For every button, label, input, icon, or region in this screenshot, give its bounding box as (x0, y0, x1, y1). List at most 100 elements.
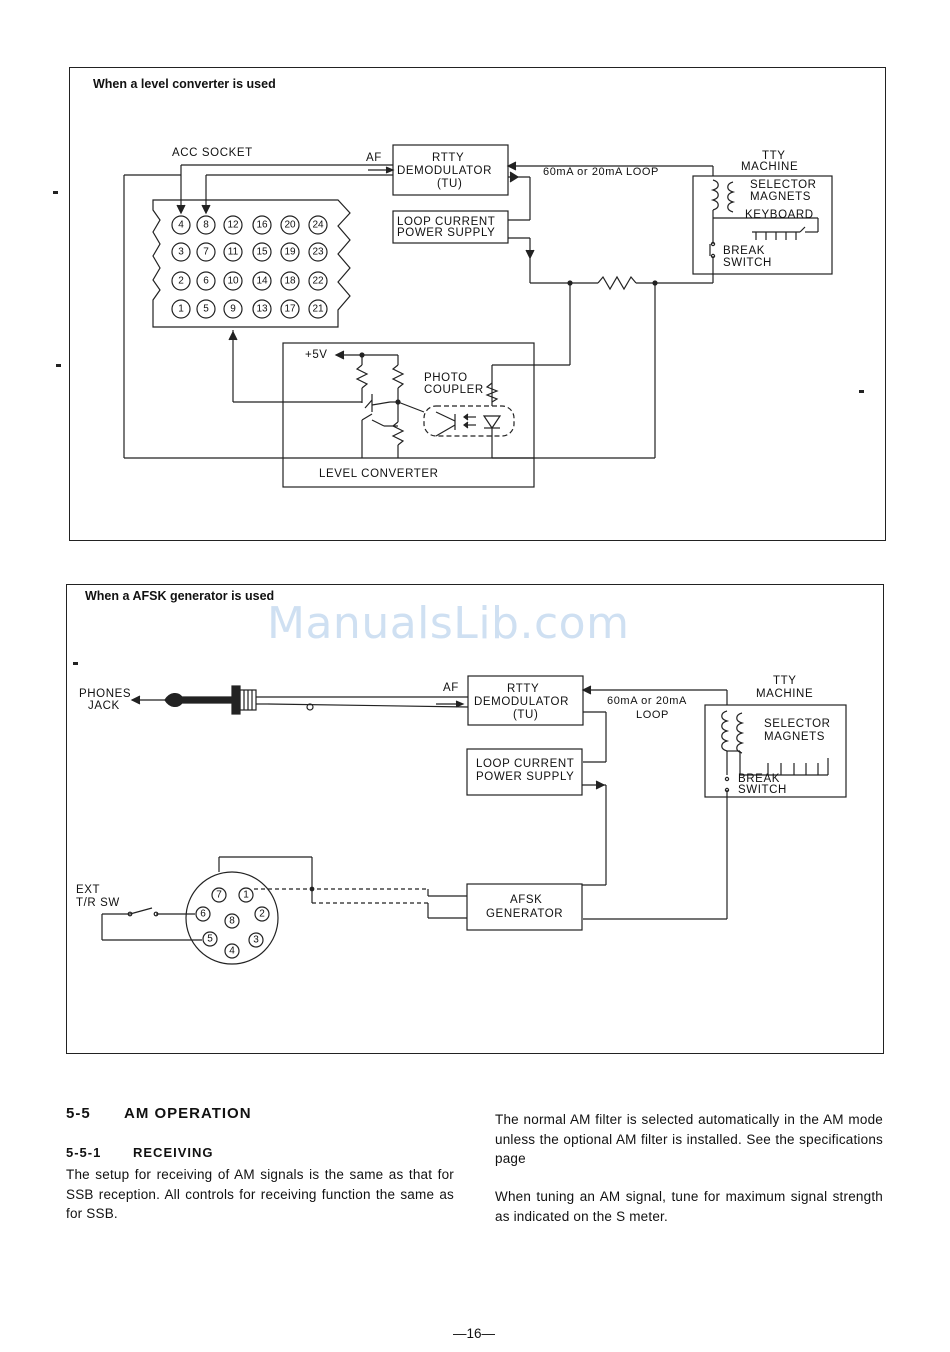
din-pin: 1 (238, 887, 254, 903)
acc-pin: 3 (171, 242, 191, 262)
af-label-1: AF (366, 152, 382, 164)
acc-pin-label: 15 (256, 247, 268, 258)
rtty-demodulator-box (392, 144, 509, 196)
acc-pin: 22 (308, 271, 328, 291)
loop-resistor (597, 275, 637, 291)
rtty-l3: (TU) (437, 178, 463, 190)
acc-pin: 9 (223, 299, 243, 319)
page-number: —16— (453, 1326, 496, 1341)
margin-mark (73, 662, 78, 665)
acc-pin: 8 (196, 215, 216, 235)
tty-machine-box (692, 175, 833, 275)
acc-pin-label: 1 (178, 304, 184, 315)
rtty2-l2: DEMODULATOR (474, 696, 569, 708)
acc-pin-label: 21 (312, 304, 324, 315)
din-pin: 7 (211, 887, 227, 903)
acc-pin-label: 20 (284, 220, 296, 231)
acc-pin: 11 (223, 242, 243, 262)
acc-pin: 10 (223, 271, 243, 291)
acc-pin: 20 (280, 215, 300, 235)
acc-pin-label: 14 (256, 276, 268, 287)
acc-socket-label: ACC SOCKET (172, 147, 253, 159)
tty-machine-box-2 (704, 704, 847, 798)
selector-l2: MAGNETS (750, 191, 812, 203)
loop-label: 60mA or 20mA LOOP (543, 166, 659, 178)
af-label-2: AF (443, 682, 459, 694)
acc-pin-label: 10 (227, 276, 239, 287)
loop-current-l1: LOOP CURRENT (397, 216, 496, 228)
acc-pin-label: 3 (178, 247, 184, 258)
acc-pin: 13 (252, 299, 272, 319)
acc-pin-label: 5 (203, 304, 209, 315)
photo-l1: PHOTO (424, 372, 468, 384)
acc-pin-label: 16 (256, 220, 268, 231)
acc-pin-label: 7 (203, 247, 209, 258)
loop-current-l2: POWER SUPPLY (397, 227, 496, 239)
din-pin: 2 (254, 906, 270, 922)
phones-l2: JACK (88, 700, 120, 712)
din-pin-label: 2 (259, 909, 265, 920)
acc-pin: 12 (223, 215, 243, 235)
acc-pin-label: 13 (256, 304, 268, 315)
din-pin-label: 6 (200, 909, 206, 920)
din-pin-label: 8 (229, 916, 235, 927)
acc-pin: 6 (196, 271, 216, 291)
loop-current2-l1: LOOP CURRENT (476, 758, 575, 770)
level-converter-label: LEVEL CONVERTER (319, 468, 439, 480)
acc-pin: 18 (280, 271, 300, 291)
acc-pin: 16 (252, 215, 272, 235)
tty2-l1: TTY (773, 675, 797, 687)
tty-l1: TTY (762, 150, 786, 162)
acc-pin: 15 (252, 242, 272, 262)
watermark: ManualsLib.com (267, 598, 630, 649)
din-pin: 6 (195, 906, 211, 922)
margin-mark (859, 390, 864, 393)
acc-pin-label: 12 (227, 220, 239, 231)
loop-current-supply-box-2 (466, 748, 583, 796)
loop-current2-l2: POWER SUPPLY (476, 771, 575, 783)
afsk-generator-box (466, 883, 583, 931)
acc-pin: 24 (308, 215, 328, 235)
tty-l2: MACHINE (741, 161, 799, 173)
selector2-l2: MAGNETS (764, 731, 826, 743)
acc-pin-label: 22 (312, 276, 324, 287)
afsk-diagram-frame (66, 584, 884, 1054)
rtty-demodulator-box-2 (467, 675, 584, 726)
subsection-title: RECEIVING (133, 1145, 214, 1160)
acc-pin-label: 24 (312, 220, 324, 231)
din-socket-outline (185, 871, 279, 965)
loop2-l2: LOOP (636, 709, 669, 721)
acc-pin-label: 8 (203, 220, 209, 231)
level-converter-diagram-frame (69, 67, 886, 541)
photo-l2: COUPLER (424, 384, 484, 396)
level-converter-diagram-title: When a level converter is used (93, 77, 276, 91)
afsk-l1: AFSK (510, 894, 543, 906)
break2-l2: SWITCH (738, 784, 787, 796)
acc-pin-label: 2 (178, 276, 184, 287)
din-pin: 5 (202, 931, 218, 947)
photo-coupler-outline (423, 405, 515, 437)
section-heading-number: 5-5 (66, 1105, 91, 1122)
acc-pin: 7 (196, 242, 216, 262)
keyboard-label: KEYBOARD (745, 209, 814, 221)
acc-pin-label: 4 (178, 220, 184, 231)
loop-current-supply-box (392, 210, 509, 244)
din-pin: 8 (224, 913, 240, 929)
ext-l2: T/R SW (76, 897, 120, 909)
acc-pin-label: 23 (312, 247, 324, 258)
section-heading-title: AM OPERATION (124, 1105, 252, 1122)
acc-pin: 2 (171, 271, 191, 291)
acc-pin-label: 6 (203, 276, 209, 287)
selector2-l1: SELECTOR (764, 718, 831, 730)
acc-pin-label: 9 (230, 304, 236, 315)
margin-mark (56, 364, 61, 367)
acc-pin: 17 (280, 299, 300, 319)
break-l1: BREAK (723, 245, 765, 257)
acc-pin: 19 (280, 242, 300, 262)
afsk-diagram-title: When a AFSK generator is used (85, 589, 275, 603)
paragraph-right-2: When tuning an AM signal, tune for maxim… (495, 1189, 883, 1224)
afsk-l2: GENERATOR (486, 908, 564, 920)
